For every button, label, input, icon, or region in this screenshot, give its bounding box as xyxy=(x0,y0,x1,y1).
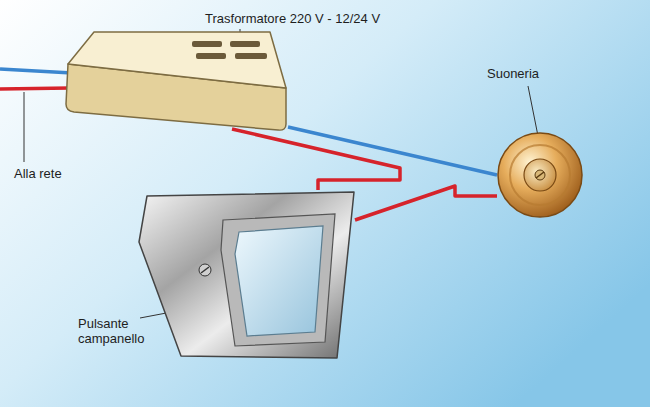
transformer-top xyxy=(68,32,286,88)
screw xyxy=(535,170,545,180)
bell-button: Pulsante campanello xyxy=(135,190,355,362)
transformer: Trasformatore 220 V - 12/24 V xyxy=(60,28,288,133)
button-face xyxy=(235,226,323,336)
leader-line xyxy=(24,92,25,162)
bell-cap xyxy=(524,159,556,191)
screw-slot xyxy=(536,172,544,178)
screw-slot xyxy=(201,267,209,273)
button-recess xyxy=(221,214,335,346)
vent-slot xyxy=(230,41,260,47)
part-label: Suoneria xyxy=(487,66,539,81)
vent-slot xyxy=(235,53,267,59)
mains-wire xyxy=(0,88,70,89)
leader-line xyxy=(528,86,538,136)
bell-art xyxy=(497,132,583,218)
mains-label: Alla rete xyxy=(14,166,62,181)
part-label: Pulsante campanello xyxy=(78,316,164,346)
mains-wire xyxy=(0,69,72,73)
bell-ring xyxy=(510,145,570,205)
wire xyxy=(232,129,400,190)
transformer-art xyxy=(60,28,288,133)
bell-button-art xyxy=(135,190,355,362)
bell-body xyxy=(498,133,582,217)
wire xyxy=(355,186,497,220)
part-label: Trasformatore 220 V - 12/24 V xyxy=(205,11,380,26)
button-plate xyxy=(139,192,354,358)
bell: Suoneria xyxy=(497,132,583,218)
screw xyxy=(199,264,211,276)
vent-slot xyxy=(192,41,222,47)
vent-slot xyxy=(196,53,226,59)
